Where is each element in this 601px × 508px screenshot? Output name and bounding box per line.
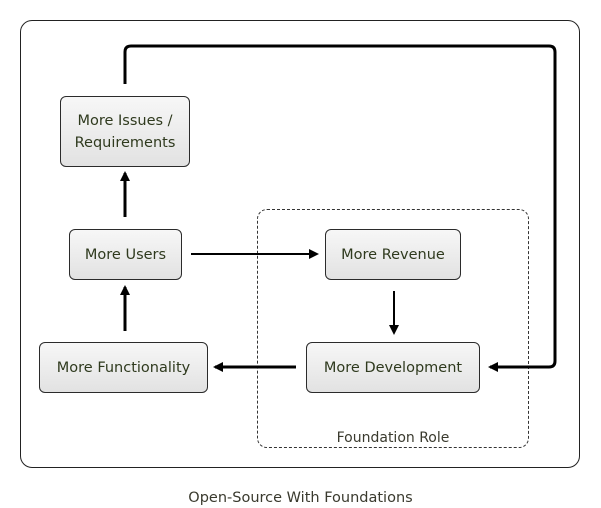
foundation-role-label: Foundation Role [336, 430, 450, 446]
foundation-role-region: Foundation Role [257, 209, 529, 448]
node-more-issues-label: More Issues / Requirements [74, 112, 176, 151]
node-more-functionality-label: More Functionality [56, 359, 191, 376]
node-more-issues: More Issues / Requirements [60, 96, 190, 167]
node-more-revenue: More Revenue [325, 229, 461, 280]
node-more-users-label: More Users [84, 246, 167, 263]
edge-issues-to-development [123, 44, 557, 372]
node-more-development: More Development [306, 342, 480, 393]
node-more-revenue-label: More Revenue [341, 246, 445, 263]
node-more-functionality: More Functionality [39, 342, 208, 393]
node-more-users: More Users [69, 229, 182, 280]
diagram-caption: Open-Source With Foundations [188, 490, 413, 506]
diagram-frame [20, 20, 580, 468]
node-more-development-label: More Development [323, 359, 463, 376]
